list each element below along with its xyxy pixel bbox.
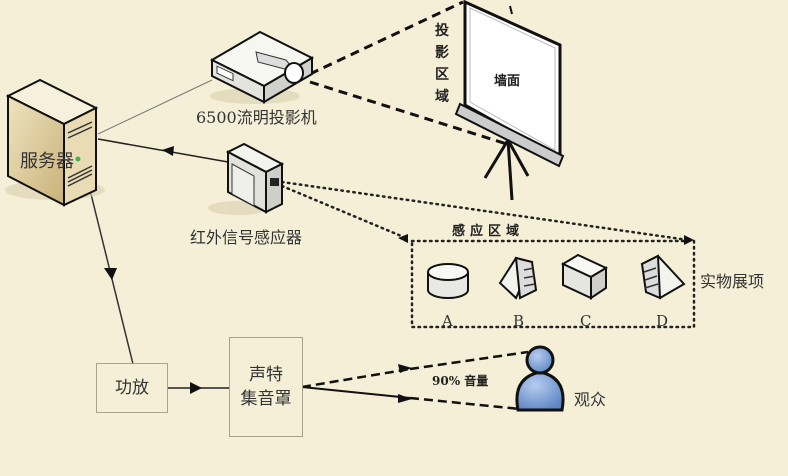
exhibit-d-icon [640, 254, 686, 300]
projector-label: 6500流明投影机 [196, 108, 317, 127]
ir-sensor-label: 红外信号感应器 [190, 228, 303, 247]
exhibit-c-label: C [580, 312, 592, 330]
projection-beam [309, 0, 511, 147]
exhibit-a-icon [427, 263, 469, 299]
audience-label: 观众 [574, 390, 607, 409]
sensing-arrow-right [684, 235, 694, 245]
speaker-box: 声特 集音罩 [229, 337, 303, 437]
audience-person-icon [515, 345, 565, 412]
volume-label: 90% 音量 [432, 374, 489, 388]
server-label: 服务器 [20, 151, 74, 172]
link-server-amplifier [89, 189, 134, 365]
link-projector-server [97, 79, 213, 135]
projection-area-label: 投影区域 [435, 23, 449, 105]
amplifier-box: 功放 [96, 363, 168, 413]
sound-beam [301, 350, 529, 411]
sensing-arrow-left [398, 234, 408, 243]
exhibit-b-label: B [513, 312, 525, 330]
exhibit-b-icon [498, 256, 538, 300]
link-sensor-server [97, 138, 229, 163]
exhibit-d-label: D [656, 312, 669, 330]
screen-label: 墙面 [494, 74, 521, 89]
exhibits-label: 实物展项 [700, 272, 765, 291]
link-amplifier-speaker [168, 382, 230, 394]
exhibit-c-icon [560, 253, 609, 300]
speaker-label-line1: 声特 [249, 365, 283, 385]
ir-sensor-icon [208, 142, 285, 215]
server-icon [5, 78, 105, 207]
amplifier-label: 功放 [115, 378, 149, 398]
sensing-beam [280, 180, 696, 329]
screen-icon [454, 0, 565, 201]
speaker-label-line2: 集音罩 [240, 389, 292, 409]
exhibit-a-label: A [442, 312, 453, 330]
sensing-area-label: 感应区域 [452, 224, 525, 239]
projector-icon [209, 30, 315, 104]
